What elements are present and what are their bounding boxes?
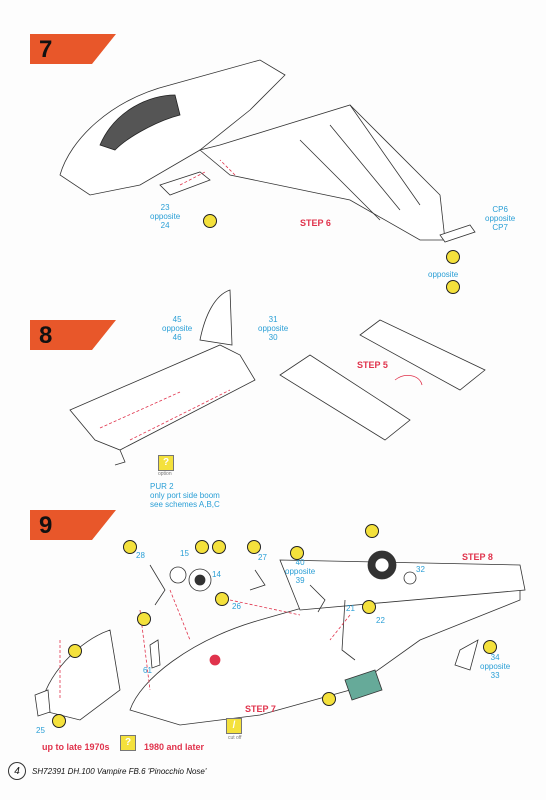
cut-off-caption: cut off <box>228 735 242 741</box>
part-22: 22 <box>376 616 385 625</box>
step-9-flag: 9 <box>30 510 116 540</box>
step-7-opposite: opposite <box>428 270 459 279</box>
glue-icon <box>290 546 304 560</box>
glue-icon <box>322 692 336 706</box>
glue-icon <box>365 524 379 538</box>
step-7-number: 7 <box>39 36 53 63</box>
part-14: 14 <box>212 570 221 579</box>
glue-icon <box>137 612 151 626</box>
kit-title: SH72391 DH.100 Vampire FB.6 'Pinocchio N… <box>32 766 207 776</box>
step-9-number: 9 <box>39 512 53 539</box>
step-7-flag: 7 <box>30 34 116 64</box>
step-9-ref-step-7: STEP 7 <box>245 704 276 714</box>
part-28: 28 <box>136 551 145 560</box>
glue-icon <box>247 540 261 554</box>
glue-icon <box>362 600 376 614</box>
glue-icon <box>446 250 460 264</box>
step-8-flag: 8 <box>30 320 116 350</box>
option-icon: ? <box>120 735 136 751</box>
step-7-ref-step-6: STEP 6 <box>300 218 331 228</box>
step-8-number: 8 <box>39 322 53 349</box>
part-26: 26 <box>232 602 241 611</box>
option-caption: option <box>158 471 172 477</box>
page-number: 4 <box>8 762 26 780</box>
glue-icon <box>195 540 209 554</box>
glue-icon <box>203 214 217 228</box>
option-icon: ? <box>158 455 174 471</box>
step-8-ref-step-5: STEP 5 <box>357 360 388 370</box>
part-32: 32 <box>416 565 425 574</box>
variant-early: up to late 1970s <box>42 742 110 752</box>
page-footer: 4 SH72391 DH.100 Vampire FB.6 'Pinocchio… <box>8 760 206 782</box>
part-21: 21 <box>346 604 355 613</box>
step-9-ref-step-8: STEP 8 <box>462 552 493 562</box>
glue-icon <box>52 714 66 728</box>
cut-off-icon: / <box>226 718 242 734</box>
variant-late: 1980 and later <box>144 742 205 752</box>
glue-icon <box>215 592 229 606</box>
part-27: 27 <box>258 553 267 562</box>
part-25: 25 <box>36 726 45 735</box>
part-15: 15 <box>180 549 189 558</box>
glue-icon <box>68 644 82 658</box>
glue-icon <box>212 540 226 554</box>
glue-icon <box>446 280 460 294</box>
glue-icon <box>483 640 497 654</box>
part-61: 61 <box>143 666 152 675</box>
glue-icon <box>123 540 137 554</box>
